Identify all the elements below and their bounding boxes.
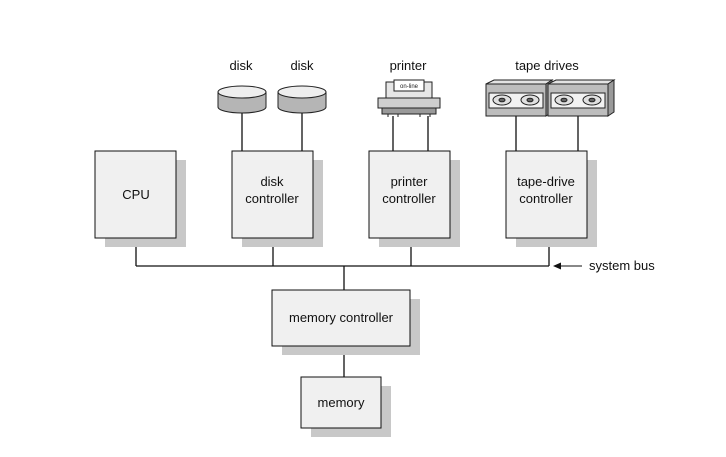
tape-drive-controller-box: tape-drive controller [505,150,597,247]
tape-controller-label-line2: controller [519,191,573,206]
disk-1-label: disk [229,58,253,73]
printer-controller-box: printer controller [368,150,460,247]
disk-2-label: disk [290,58,314,73]
memory-label: memory [318,395,365,410]
tape-drives-label: tape drives [515,58,579,73]
disk-icon [217,85,267,114]
bus-lines [135,113,579,377]
cpu-box: CPU [94,150,186,247]
printer-controller-label-line2: controller [382,191,436,206]
printer-icon: on-line [377,79,441,117]
printer-controller-label-line1: printer [391,174,429,189]
system-bus-label: system bus [589,258,655,273]
system-bus-pointer: system bus [553,258,655,273]
tape-drive-icon [485,79,554,117]
tape-drive-icon [547,79,616,117]
tape-controller-label-line1: tape-drive [517,174,575,189]
disk-controller-label-line1: disk [260,174,284,189]
arrow-left-icon [553,262,561,270]
printer-label: printer [390,58,428,73]
disk-controller-box: disk controller [231,150,323,247]
cpu-label: CPU [122,187,149,202]
memory-controller-label: memory controller [289,310,394,325]
memory-controller-box: memory controller [271,289,420,355]
printer-display-text: on-line [400,84,419,90]
disk-icon [277,85,327,114]
memory-box: memory [300,376,391,437]
disk-controller-label-line2: controller [245,191,299,206]
